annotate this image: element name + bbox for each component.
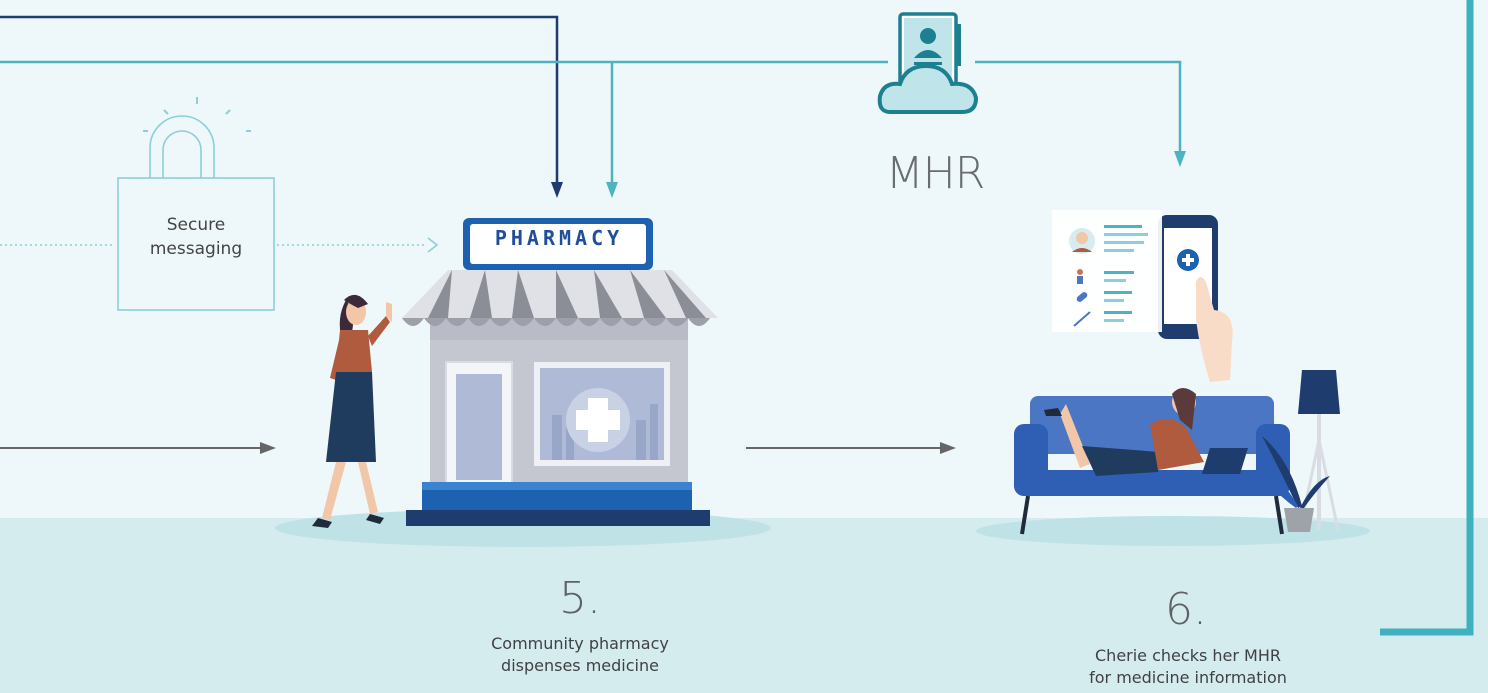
sofa-ground-shadow [976,516,1370,546]
navy-arrowhead [551,182,563,198]
potted-plant-illustration [1258,436,1330,532]
step-6-number: 6. [1165,584,1207,635]
teal-arrowhead-phone [1174,151,1186,167]
grey-arrow-right-head [940,442,956,454]
teal-connector-to-phone [975,60,1182,154]
secure-messaging-lock-icon [143,97,251,178]
grey-arrow-left-head [260,442,276,454]
navy-connector-line [0,15,559,186]
woman-on-sofa-illustration [1044,388,1248,476]
floor-band [0,518,1488,693]
step-5-number: 5. [559,573,601,624]
pharmacy-sign-text: PHARMACY [494,226,624,250]
right-frame-line [1380,0,1474,636]
dotted-arrowhead [427,237,439,253]
teal-arrowhead-pharmacy [606,182,618,198]
mhr-label: MHR [885,148,986,199]
pharmacy-building-illustration [402,218,718,526]
secure-messaging-label: Secure messaging [149,215,243,259]
step-5-caption: Community pharmacy dispenses medicine [491,634,669,675]
woman-walking-illustration [312,294,392,528]
secure-messaging-box [117,177,275,311]
medical-record-card-illustration [1052,210,1162,332]
smartphone-mhr-app-illustration [1158,215,1233,382]
mhr-cloud-icon [877,12,979,114]
sofa-illustration [1014,396,1290,535]
step-6-caption: Cherie checks her MHR for medicine infor… [1089,646,1287,687]
